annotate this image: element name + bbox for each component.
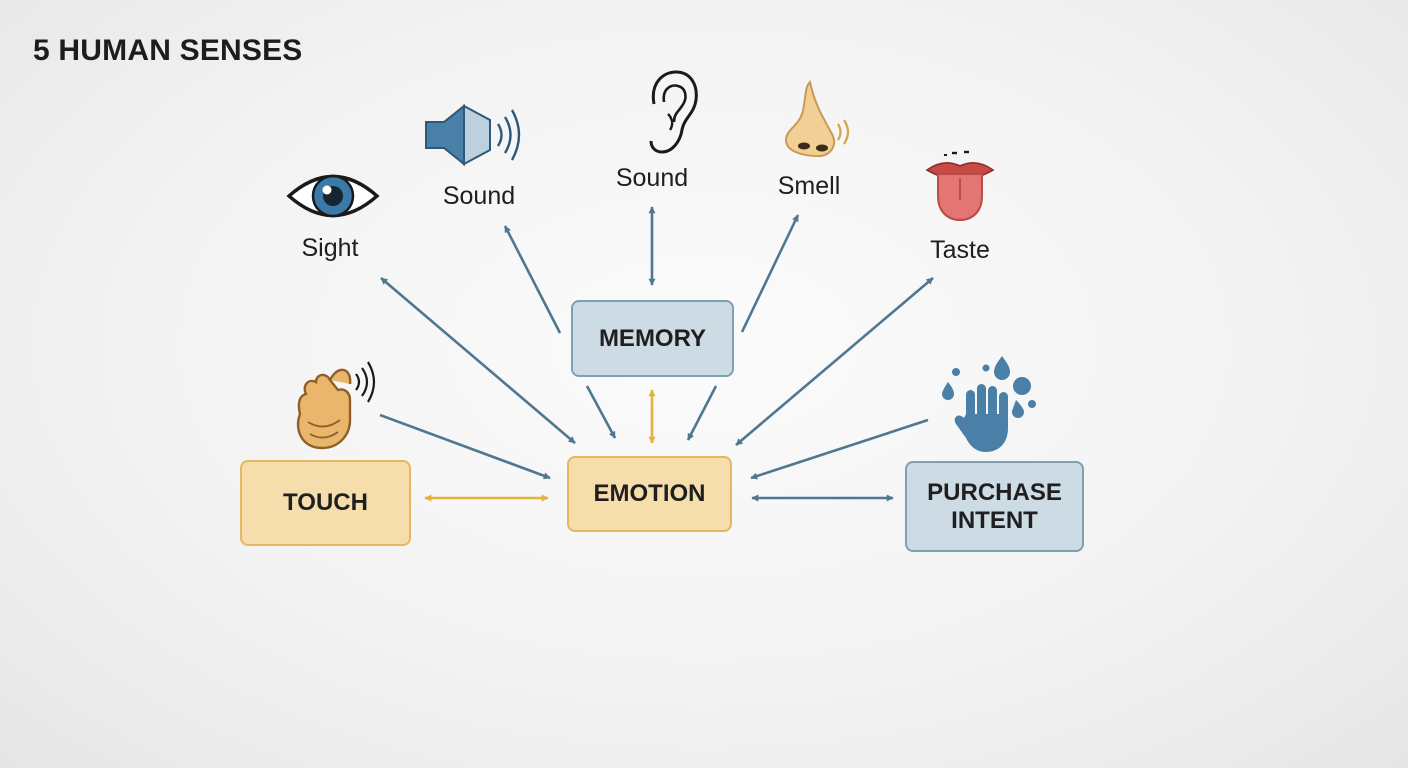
sense-label-taste: Taste [930, 236, 990, 264]
sense-label-sight: Sight [301, 234, 359, 262]
purchase-intent-node: PURCHASE INTENT [905, 461, 1084, 552]
touch-hand-icon [296, 361, 376, 450]
arrow-memory-emotion-left [585, 385, 617, 439]
arrow-emotion-sight [380, 277, 576, 444]
emotion-node: EMOTION [567, 456, 732, 532]
speaker-icon [425, 103, 521, 167]
ear-icon [649, 70, 698, 154]
eye-icon [286, 174, 380, 218]
memory-node: MEMORY [571, 300, 734, 377]
tongue-icon [925, 150, 995, 222]
splash-hand-icon [942, 356, 1036, 452]
sense-label-smell: Smell [777, 172, 841, 200]
touch-node: TOUCH [240, 460, 411, 546]
sense-label-sound-speaker: Sound [442, 182, 516, 210]
arrow-touch-emotion [379, 413, 551, 480]
arrow-hand-emotion [750, 418, 929, 480]
page-title: 5 HUMAN SENSES [33, 34, 303, 67]
arrow-memory-smell [740, 214, 800, 333]
arrow-memory-emotion-right [686, 385, 718, 441]
nose-icon [784, 79, 850, 158]
arrow-memory-sound [503, 225, 562, 334]
arrow-emotion-taste [735, 277, 934, 446]
sense-label-sound-ear: Sound [615, 164, 689, 192]
